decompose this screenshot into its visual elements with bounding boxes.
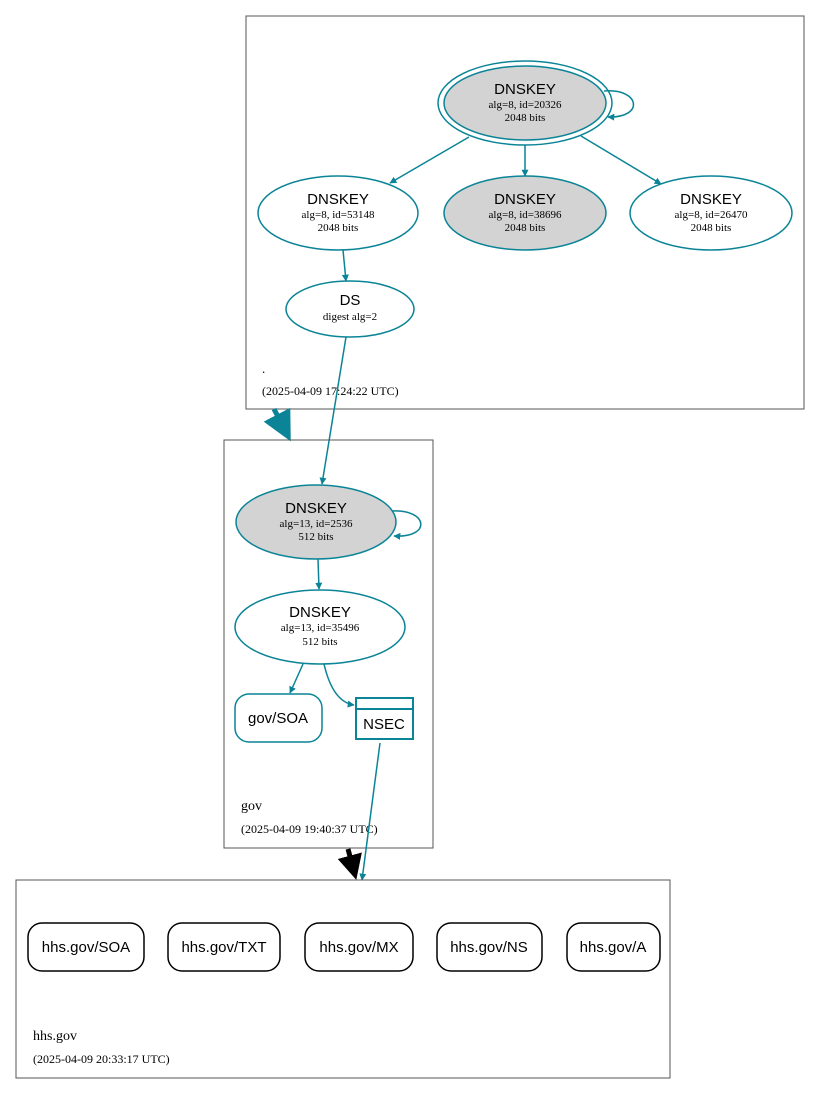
dnskey-2536-title: DNSKEY [285,500,347,517]
edge-20326-to-26470 [580,135,662,185]
dnskey-53148-bits: 2048 bits [318,222,359,234]
dnskey-node-53148[interactable]: DNSKEY alg=8, id=53148 2048 bits [257,175,419,251]
nsec-label: NSEC [363,716,405,733]
dnskey-26470-title: DNSKEY [680,191,742,208]
hhs-ns-node[interactable]: hhs.gov/NS [436,922,543,972]
dnskey-2536-bits: 512 bits [298,531,333,543]
zone-root: . (2025-04-09 17:24:22 UTC) DNSKEY alg=8… [245,15,805,410]
zone-root-name: . [262,361,265,376]
dnskey-26470-bits: 2048 bits [691,222,732,234]
gov-soa-label: gov/SOA [248,710,308,727]
dnskey-node-20326[interactable]: DNSKEY alg=8, id=20326 2048 bits [437,60,613,146]
dnskey-38696-bits: 2048 bits [505,222,546,234]
nsec-node[interactable]: NSEC [355,697,414,740]
ds-digest: digest alg=2 [323,311,377,323]
zone-hhs: hhs.gov (2025-04-09 20:33:17 UTC) hhs.go… [15,879,671,1079]
hhs-txt-node[interactable]: hhs.gov/TXT [167,922,281,972]
edge-nsec-to-hhs [359,742,381,881]
hhs-mx-node[interactable]: hhs.gov/MX [304,922,414,972]
zone-gov-timestamp: (2025-04-09 19:40:37 UTC) [241,822,378,836]
dnskey-20326-alg: alg=8, id=20326 [489,99,562,111]
dnskey-20326-bits: 2048 bits [505,112,546,124]
hhs-soa-label: hhs.gov/SOA [42,939,130,956]
zone-hhs-box [15,879,671,1079]
dnskey-20326-title: DNSKEY [494,81,556,98]
delegation-edge-root-to-gov [263,407,291,442]
edge-53148-to-ds [341,249,349,282]
dnskey-35496-title: DNSKEY [289,604,351,621]
dnskey-2536-alg: alg=13, id=2536 [280,518,353,530]
zone-gov-box [223,439,434,849]
dnskey-26470-alg: alg=8, id=26470 [675,209,748,221]
hhs-mx-label: hhs.gov/MX [319,939,398,956]
hhs-ns-label: hhs.gov/NS [450,939,528,956]
zone-gov-name: gov [241,799,262,814]
zone-hhs-name: hhs.gov [33,1029,77,1044]
ds-node[interactable]: DS digest alg=2 [285,280,415,338]
edge-35496-to-gov-soa [289,663,304,694]
edge-2536-to-35496 [315,558,323,590]
edge-35496-to-nsec [323,663,355,708]
dnskey-node-2536[interactable]: DNSKEY alg=13, id=2536 512 bits [235,484,397,560]
edge-20326-to-53148 [389,136,470,184]
ds-title: DS [340,292,361,309]
zone-root-box [245,15,805,410]
dnskey-38696-alg: alg=8, id=38696 [489,209,562,221]
gov-soa-node[interactable]: gov/SOA [234,693,323,743]
zone-hhs-timestamp: (2025-04-09 20:33:17 UTC) [33,1052,170,1066]
dnskey-35496-bits: 512 bits [302,636,337,648]
hhs-a-node[interactable]: hhs.gov/A [566,922,661,972]
edge-ds-to-gov-ksk [319,336,347,485]
zone-root-timestamp: (2025-04-09 17:24:22 UTC) [262,384,399,398]
self-sign-edge-2536 [391,510,422,540]
delegation-edge-gov-to-hhs [337,848,362,880]
self-sign-edge-20326 [603,90,635,121]
dnskey-38696-title: DNSKEY [494,191,556,208]
dnskey-35496-alg: alg=13, id=35496 [281,622,360,634]
dnskey-node-26470[interactable]: DNSKEY alg=8, id=26470 2048 bits [629,175,793,251]
dnskey-node-38696[interactable]: DNSKEY alg=8, id=38696 2048 bits [443,175,607,251]
dnskey-53148-title: DNSKEY [307,191,369,208]
zone-gov: gov (2025-04-09 19:40:37 UTC) DNSKEY alg… [223,439,434,849]
hhs-a-label: hhs.gov/A [580,939,647,956]
hhs-txt-label: hhs.gov/TXT [181,939,266,956]
dnskey-node-35496[interactable]: DNSKEY alg=13, id=35496 512 bits [234,589,406,665]
hhs-soa-node[interactable]: hhs.gov/SOA [27,922,145,972]
dnskey-53148-alg: alg=8, id=53148 [302,209,375,221]
